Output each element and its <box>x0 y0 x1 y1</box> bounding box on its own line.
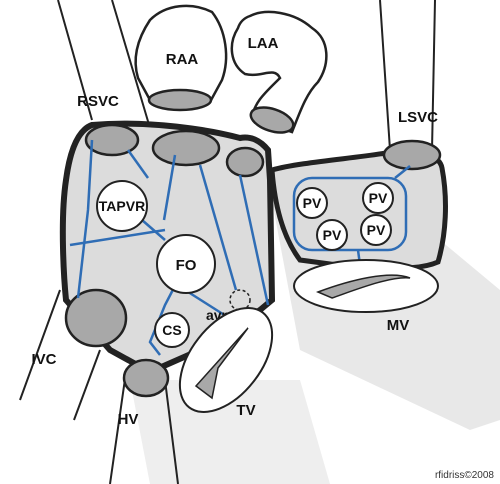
hv-ostium <box>122 358 170 398</box>
pv-label-3: PV <box>323 227 342 243</box>
left-atrium <box>269 148 448 271</box>
pv-label-1: PV <box>303 195 322 211</box>
pv-circle-4 <box>360 214 392 246</box>
lsvc-vessel <box>379 0 436 151</box>
rsvc-label: RSVC <box>77 93 119 110</box>
tv-label: TV <box>236 402 255 419</box>
ivc-label: IVC <box>31 351 56 368</box>
ivc-ostium <box>64 288 128 348</box>
tapvr-circle <box>96 180 148 232</box>
laa-appendage <box>230 10 328 134</box>
pv-circle-3 <box>316 219 348 251</box>
fo-circle <box>156 234 216 294</box>
cs-circle <box>154 312 190 348</box>
mitral-valve <box>293 259 439 313</box>
credit-text: rfidriss©2008 <box>435 470 494 481</box>
lsvc-ostium <box>382 139 442 171</box>
rsvc-ostium <box>84 123 140 157</box>
pv-circle-1 <box>296 187 328 219</box>
pv-circle-2 <box>362 182 394 214</box>
tricuspid-valve <box>178 307 274 413</box>
raa-appendage <box>134 4 228 112</box>
hv-vessel <box>109 371 179 484</box>
laa-ostium <box>225 146 265 178</box>
pv-label-4: PV <box>367 222 386 238</box>
cs-label: CS <box>162 322 181 338</box>
lsvc-label: LSVC <box>398 109 438 126</box>
mv-label: MV <box>387 317 410 334</box>
avn-marker <box>229 289 251 311</box>
hv-label: HV <box>118 411 139 428</box>
fo-label: FO <box>176 257 197 274</box>
background-shadow-lower <box>130 380 330 484</box>
pv-label-2: PV <box>369 190 388 206</box>
raa-label: RAA <box>166 51 199 68</box>
rsvc-vessel <box>57 0 151 129</box>
tapvr-label: TAPVR <box>99 198 145 214</box>
laa-label: LAA <box>248 35 279 52</box>
raa-ostium <box>151 129 221 167</box>
ra-vessel-network <box>69 139 270 356</box>
ivc-vessel <box>19 289 101 421</box>
